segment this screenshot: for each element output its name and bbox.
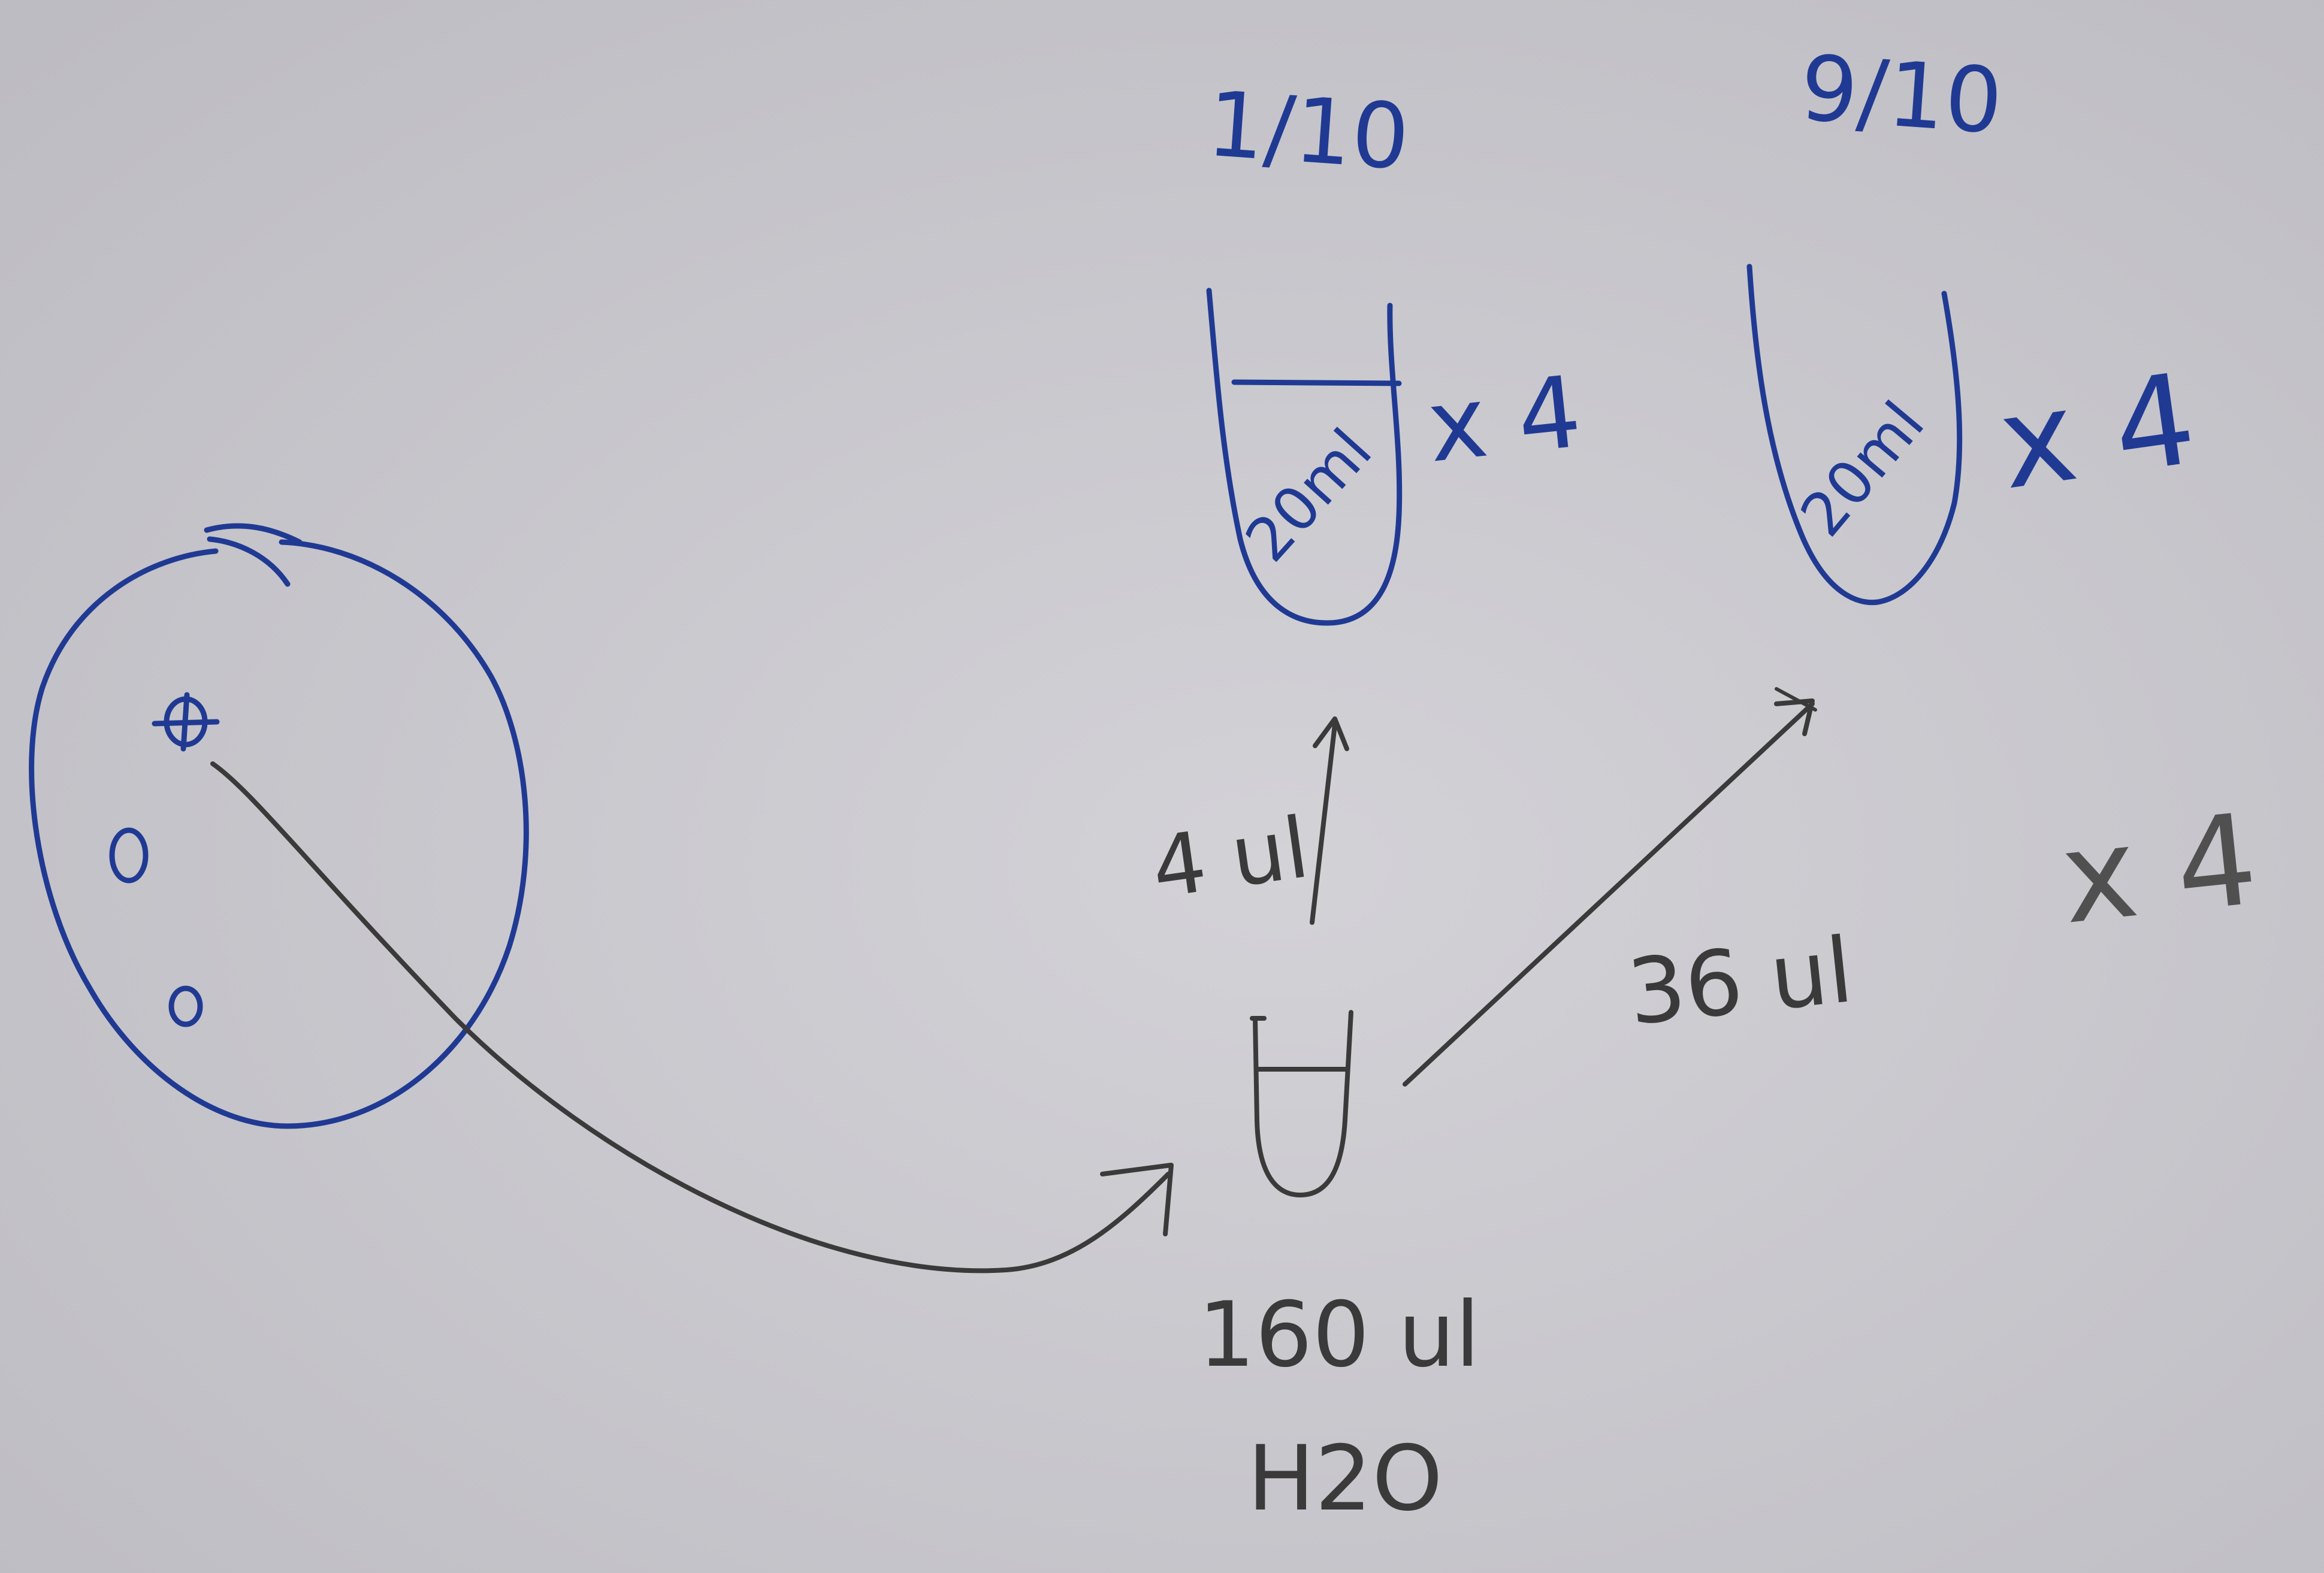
transfer-arrow-large	[1403, 687, 1817, 1087]
petri-dish-outline	[29, 539, 529, 1129]
dilution-tube	[1250, 1010, 1353, 1197]
colony	[109, 827, 149, 884]
transfer-arrow-small	[1310, 716, 1349, 925]
petri-dish-lid-mark-2	[207, 536, 291, 587]
water-volume-label: 160 ul	[1198, 1283, 1480, 1387]
multiplier-overall-label: x 4	[2055, 786, 2263, 952]
multiplier-right-label: x 4	[1991, 346, 2204, 518]
labels: 1/10 9/10 20ml 20ml x 4 x 4 x 4 4 ul 36 …	[1146, 37, 2263, 1531]
colonies	[109, 692, 220, 1027]
picked-colony-cross-v	[180, 692, 190, 752]
transfer-large-label: 36 ul	[1623, 918, 1857, 1045]
tube-right	[1746, 264, 1963, 606]
ratio-left-label: 1/10	[1204, 72, 1412, 190]
tube-left	[1206, 288, 1403, 626]
petri-dish	[29, 523, 529, 1129]
ratio-right-label: 9/10	[1797, 37, 2005, 155]
multiplier-left-label: x 4	[1422, 354, 1586, 485]
pick-colony-arrow	[210, 761, 1174, 1273]
colony	[168, 985, 203, 1027]
petri-dish-lid-mark	[204, 523, 303, 545]
water-label: H2O	[1247, 1427, 1443, 1531]
transfer-small-label: 4 ul	[1146, 799, 1314, 918]
